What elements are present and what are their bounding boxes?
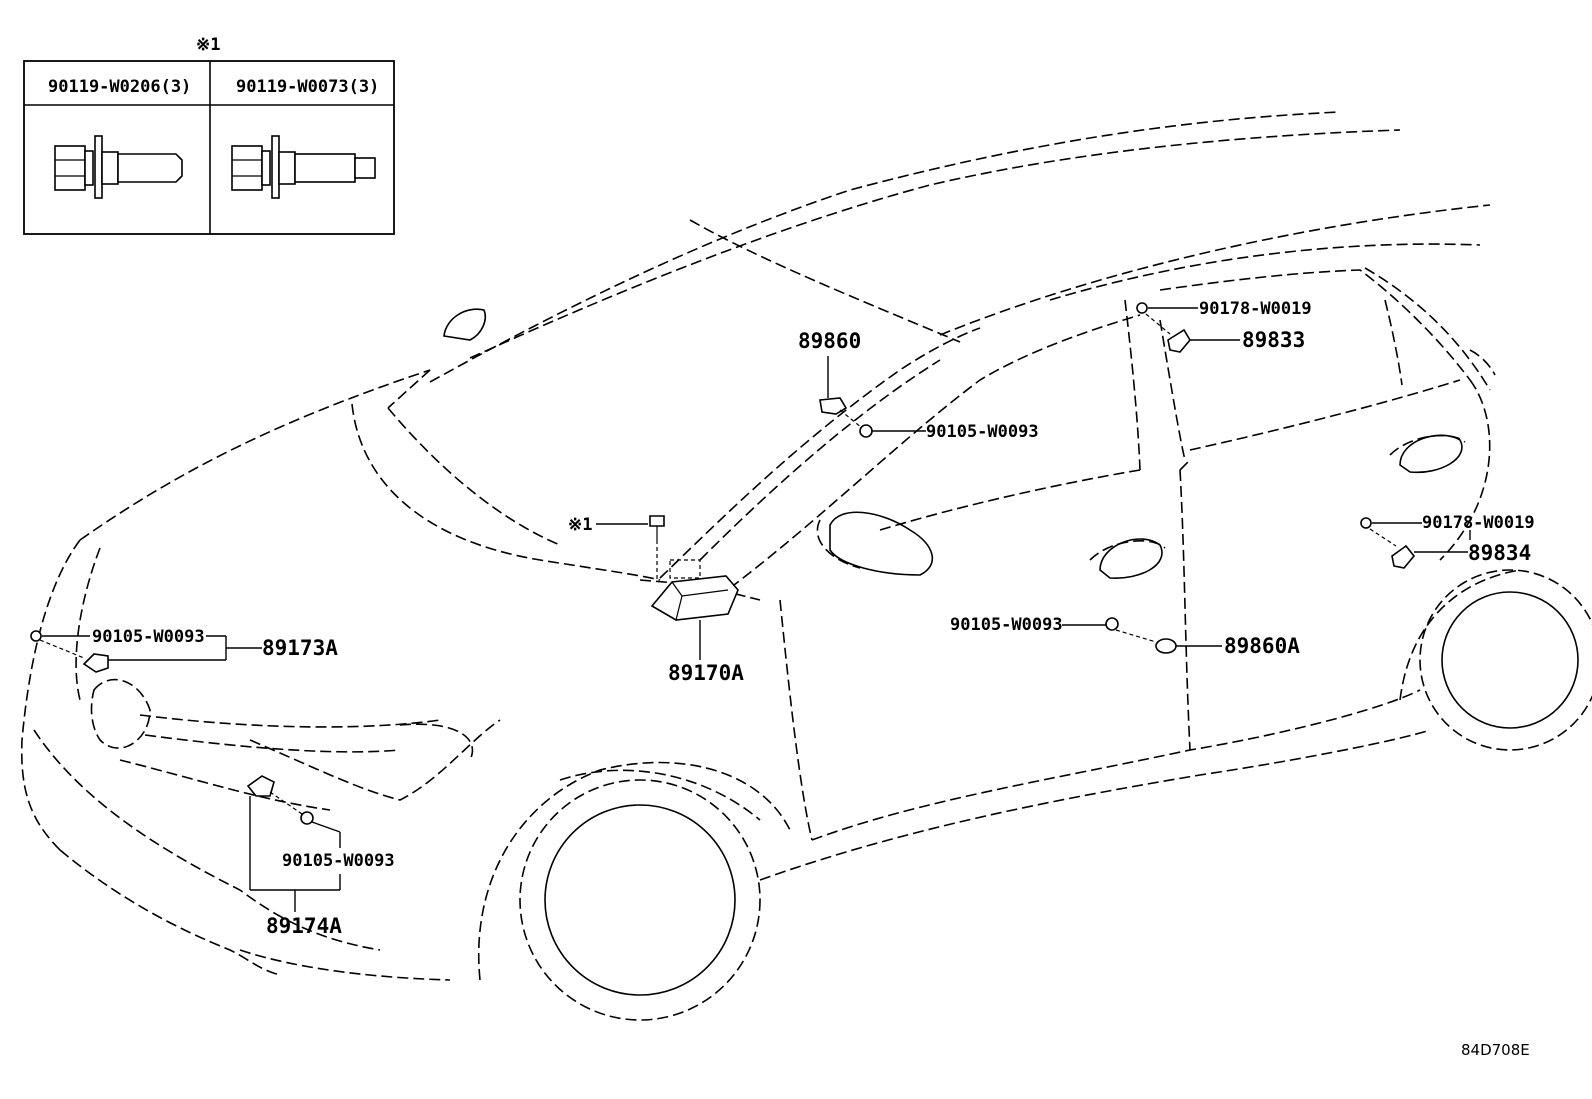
label-89834: 89834 [1468,541,1531,565]
part-89860A: 90105-W0093 89860A [950,615,1300,658]
clip-90178-right-icon [1360,517,1372,529]
sensor-89860A-icon [1155,638,1177,654]
sensor-89834-icon [1391,544,1416,569]
bolt-90119-W0206-label: 90119-W0206(3) [48,77,191,97]
bolt-90119-W0073-icon [231,135,376,199]
label-89860: 89860 [798,329,861,353]
label-90178-W0019-upper: 90178-W0019 [1199,299,1312,319]
part-89834: 90178-W0019 89834 [1360,513,1535,569]
bolt-90105-bumper-icon [300,811,314,825]
bolt-inset-box: ※1 90119-W0206(3) 90119-W0073(3) [23,35,395,235]
label-89860A: 89860A [1224,634,1300,658]
label-90105-W0093-pillar: 90105-W0093 [926,422,1039,442]
vehicle-outline [20,111,1592,1021]
inset-marker: ※1 [196,35,220,55]
label-90105-W0093-bumper: 90105-W0093 [282,851,395,871]
clip-90178-icon [1136,302,1148,314]
sensor-89173A-icon [82,653,109,673]
label-90105-W0093-door: 90105-W0093 [950,615,1063,635]
label-89833: 89833 [1242,328,1305,352]
label-90178-W0019-right: 90178-W0019 [1422,513,1535,533]
part-89170A: ※1 89170A [568,515,744,685]
part-89173A: 90105-W0093 89173A [30,627,338,673]
label-89173A: 89173A [262,636,338,660]
bolt-90105-door-icon [1105,617,1119,631]
sensor-89833-icon [1167,328,1191,353]
part-89833: 90178-W0019 89833 [1136,299,1312,353]
marker-mid: ※1 [568,515,592,535]
part-89860-top: 89860 90105-W0093 [798,329,1039,442]
label-90105-W0093-front: 90105-W0093 [92,627,205,647]
bolt-marker-icon [649,515,665,527]
label-89174A: 89174A [266,914,342,938]
bolt-90105-icon [859,424,873,438]
label-89170A: 89170A [668,661,744,685]
bolt-90119-W0073-label: 90119-W0073(3) [236,77,379,97]
diagram-reference-code: 84D708E [1461,1041,1530,1059]
bolt-90119-W0206-icon [54,135,183,199]
sensor-89174A-icon [246,775,275,797]
part-89174A: 90105-W0093 89174A [246,775,395,938]
bolt-90105-front-icon [30,630,42,642]
